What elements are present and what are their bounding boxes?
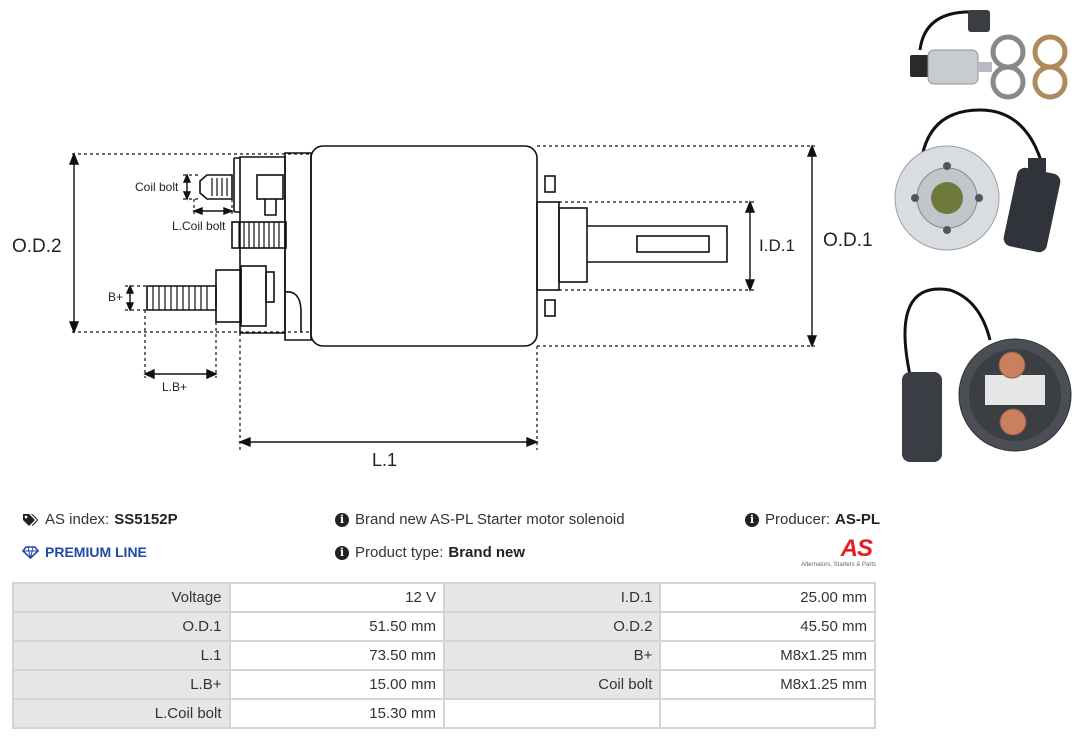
spec-key: L.B+ [12, 669, 231, 700]
spec-value: 25.00 mm [659, 582, 876, 613]
spec-empty [659, 698, 876, 729]
as-index: AS index: SS5152P [22, 511, 178, 528]
spec-empty [442, 698, 662, 729]
as-pl-logo: AS Alternators, Starters & Parts [792, 535, 880, 571]
producer-label: Producer: [765, 511, 831, 528]
l-coil-bolt-label: L.Coil bolt [172, 219, 226, 233]
product-type-label: Product type: [355, 544, 444, 561]
spec-key: B+ [442, 640, 662, 671]
product-type: i Product type: Brand new [335, 544, 525, 561]
solenoid-body [310, 145, 538, 347]
description: i Brand new AS-PL Starter motor solenoid [335, 511, 625, 528]
table-row: L.B+ 15.00 mm Coil bolt M8x1.25 mm [12, 669, 876, 700]
as-index-value: SS5152P [114, 511, 178, 528]
spec-value: 51.50 mm [228, 611, 445, 642]
spec-value: 12 V [228, 582, 445, 613]
premium-label: PREMIUM LINE [45, 544, 147, 560]
spec-key: O.D.2 [442, 611, 662, 642]
spec-value: M8x1.25 mm [659, 640, 876, 671]
od2-label: O.D.2 [12, 236, 62, 257]
info-icon: i [745, 512, 759, 527]
coil-bolt-label: Coil bolt [135, 180, 179, 194]
premium-line: PREMIUM LINE [22, 544, 147, 560]
description-text: Brand new AS-PL Starter motor solenoid [355, 511, 625, 528]
solenoid-dimension-drawing: O.D.2 O.D.1 I.D.1 L.1 Coil bolt L.Coil b… [12, 144, 873, 470]
spec-key: L.1 [12, 640, 231, 671]
l-b-plus-label: L.B+ [162, 380, 187, 394]
spec-value: 15.00 mm [228, 669, 445, 700]
od1-label: O.D.1 [823, 230, 873, 251]
product-photo-rear [902, 287, 1072, 462]
tags-icon [23, 513, 39, 526]
spec-value: 15.30 mm [228, 698, 445, 729]
product-photo-front [894, 108, 1061, 253]
logo-mark: AS [840, 535, 873, 562]
table-row: O.D.1 51.50 mm O.D.2 45.50 mm [12, 611, 876, 642]
l1-label: L.1 [372, 450, 397, 470]
product-photo-side [910, 10, 1068, 100]
spec-key: Coil bolt [442, 669, 662, 700]
table-row: L.Coil bolt 15.30 mm [12, 698, 876, 729]
info-icon: i [335, 545, 349, 560]
product-photos [894, 10, 1072, 462]
spec-key: O.D.1 [12, 611, 231, 642]
spec-key: Voltage [12, 582, 231, 613]
table-row: L.1 73.50 mm B+ M8x1.25 mm [12, 640, 876, 671]
id1-label: I.D.1 [759, 236, 795, 255]
product-type-value: Brand new [448, 544, 526, 561]
spec-key: I.D.1 [442, 582, 662, 613]
spec-value: 73.50 mm [228, 640, 445, 671]
producer-value: AS-PL [835, 511, 881, 528]
logo-tagline: Alternators, Starters & Parts [801, 562, 876, 568]
spec-value: M8x1.25 mm [659, 669, 876, 700]
specs-table: Voltage 12 V I.D.1 25.00 mm O.D.1 51.50 … [12, 582, 876, 729]
diamond-icon [22, 545, 39, 559]
producer: i Producer: AS-PL [745, 511, 880, 528]
info-icon: i [335, 512, 349, 527]
table-row: Voltage 12 V I.D.1 25.00 mm [12, 582, 876, 613]
spec-value: 45.50 mm [659, 611, 876, 642]
product-info: AS index: SS5152P PREMIUM LINE i Brand n… [0, 505, 880, 575]
as-index-label: AS index: [45, 511, 110, 528]
spec-key: L.Coil bolt [12, 698, 231, 729]
b-plus-label: B+ [108, 290, 123, 304]
